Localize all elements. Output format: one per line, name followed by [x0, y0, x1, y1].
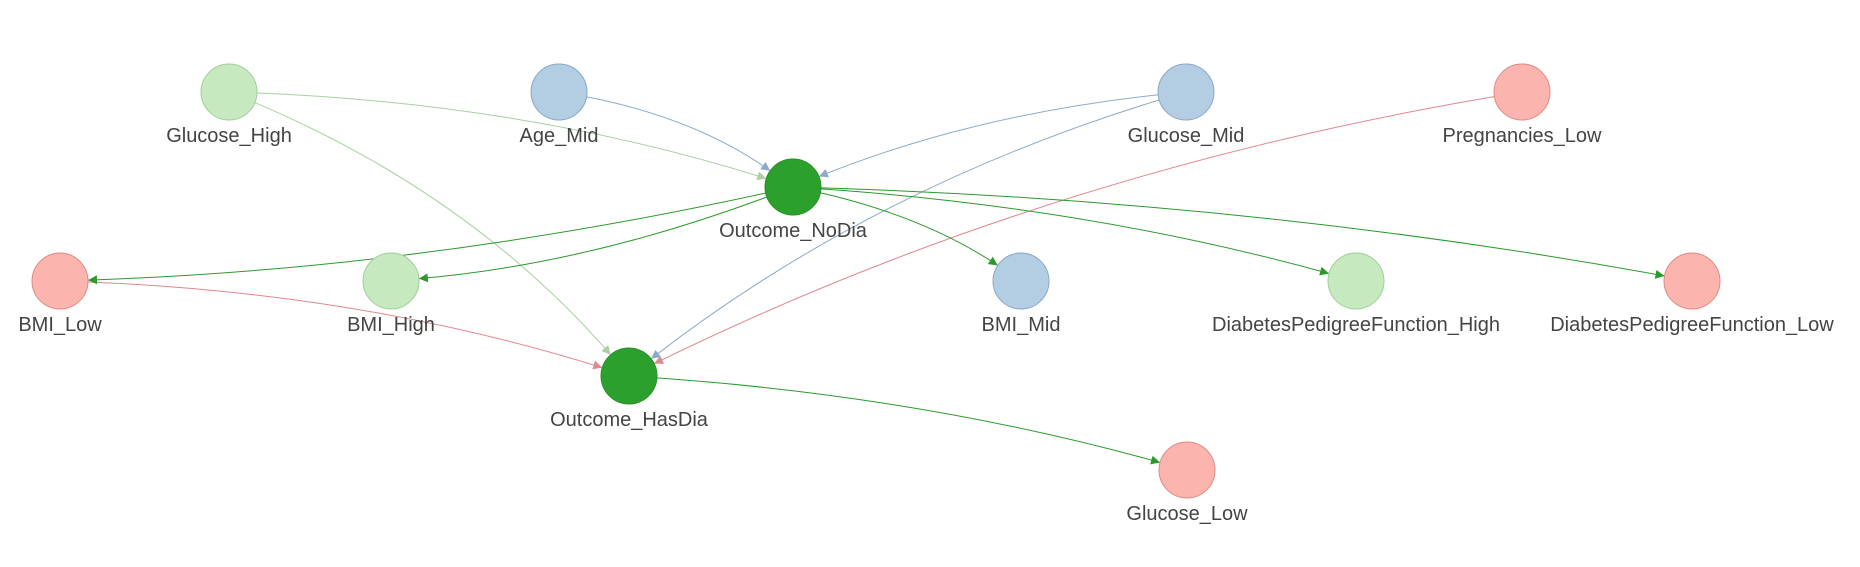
node-label: Glucose_Mid: [1128, 125, 1245, 147]
node-outcome_nodia[interactable]: Outcome_NoDia: [719, 158, 868, 242]
node-outcome_hasdia[interactable]: Outcome_HasDia: [550, 347, 709, 431]
node-label: BMI_Low: [18, 314, 102, 336]
node-label: Outcome_HasDia: [550, 409, 709, 431]
node-dpf_low[interactable]: DiabetesPedigreeFunction_Low: [1550, 252, 1834, 336]
node-circle[interactable]: [600, 347, 658, 405]
edges-layer: [59, 91, 1665, 465]
node-circle[interactable]: [1157, 63, 1215, 121]
node-label: Age_Mid: [520, 125, 599, 147]
edge-glucose_high-to-outcome_hasdia: [228, 91, 612, 356]
node-label: DiabetesPedigreeFunction_Low: [1550, 314, 1834, 336]
node-label: Glucose_Low: [1126, 503, 1248, 525]
edge-glucose_mid-to-outcome_hasdia: [650, 91, 1187, 360]
nodes-layer: Glucose_High Age_Mid Glucose_Mid Pregnancie…: [18, 63, 1834, 525]
node-label: Outcome_NoDia: [719, 220, 868, 242]
node-bmi_mid[interactable]: BMI_Mid: [982, 252, 1061, 336]
node-glucose_mid[interactable]: Glucose_Mid: [1128, 63, 1245, 147]
edge-outcome_nodia-to-bmi_mid: [792, 186, 999, 266]
node-pregnancies_low[interactable]: Pregnancies_Low: [1443, 63, 1603, 147]
node-circle[interactable]: [1493, 63, 1551, 121]
node-glucose_low[interactable]: Glucose_Low: [1126, 441, 1248, 525]
node-glucose_high[interactable]: Glucose_High: [166, 63, 292, 147]
edge-outcome_hasdia-to-glucose_low: [628, 375, 1161, 465]
edge-outcome_nodia-to-bmi_high: [418, 186, 794, 283]
node-circle[interactable]: [1327, 252, 1385, 310]
node-label: Pregnancies_Low: [1443, 125, 1603, 147]
node-label: Glucose_High: [166, 125, 292, 147]
node-label: BMI_High: [347, 314, 435, 336]
node-age_mid[interactable]: Age_Mid: [520, 63, 599, 147]
node-circle[interactable]: [31, 252, 89, 310]
edge-age_mid-to-outcome_nodia: [558, 91, 771, 172]
node-circle[interactable]: [1158, 441, 1216, 499]
node-circle[interactable]: [362, 252, 420, 310]
node-circle[interactable]: [530, 63, 588, 121]
node-circle[interactable]: [992, 252, 1050, 310]
node-circle[interactable]: [200, 63, 258, 121]
edge-glucose_mid-to-outcome_nodia: [818, 91, 1187, 178]
node-bmi_low[interactable]: BMI_Low: [18, 252, 102, 336]
edge-pregnancies_low-to-outcome_hasdia: [653, 91, 1523, 365]
edge-outcome_nodia-to-dpf_high: [792, 186, 1330, 276]
node-label: BMI_Mid: [982, 314, 1061, 336]
node-circle[interactable]: [1663, 252, 1721, 310]
edge-outcome_nodia-to-bmi_low: [87, 186, 794, 285]
edge-glucose_high-to-outcome_nodia: [228, 91, 767, 181]
node-bmi_high[interactable]: BMI_High: [347, 252, 435, 336]
edge-bmi_low-to-outcome_hasdia: [59, 280, 603, 370]
edge-outcome_nodia-to-dpf_low: [792, 186, 1665, 279]
node-circle[interactable]: [764, 158, 822, 216]
node-label: DiabetesPedigreeFunction_High: [1212, 314, 1500, 336]
node-dpf_high[interactable]: DiabetesPedigreeFunction_High: [1212, 252, 1500, 336]
